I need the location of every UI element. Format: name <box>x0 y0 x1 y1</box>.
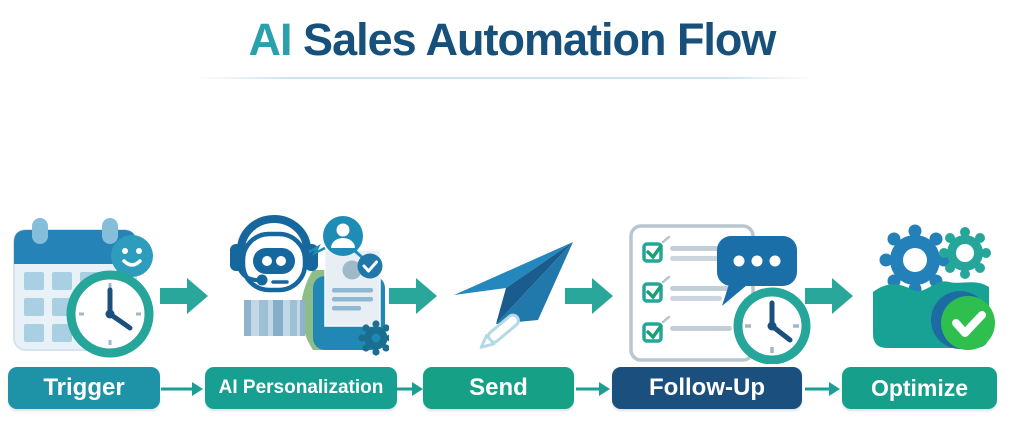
clock-icon <box>733 287 811 364</box>
connector-arrow-icon <box>576 382 610 396</box>
paper-plane-icon <box>454 242 573 349</box>
flow-arrow-icon <box>389 278 437 314</box>
step-label-optimize: Optimize <box>842 367 997 409</box>
calendar-clock-icon <box>13 218 154 358</box>
step-label-send: Send <box>423 367 574 409</box>
flow-arrow-icon <box>805 278 853 314</box>
flow-arrow-icon <box>160 278 208 314</box>
connector-arrow-icon <box>397 382 423 396</box>
checklist-chat-clock-icon <box>629 224 811 364</box>
page-title: AI Sales Automation Flow <box>0 14 1024 66</box>
checklist-rows <box>642 235 732 343</box>
step-label-ai-personalization: AI Personalization <box>205 367 397 409</box>
gear-small-icon <box>939 227 991 279</box>
connector-arrow-icon <box>805 382 840 396</box>
step-label-trigger: Trigger <box>8 367 160 409</box>
title-highlight: AI <box>248 14 293 65</box>
robot-personalization-icon <box>230 215 389 356</box>
gear-icon <box>358 320 389 356</box>
title-rest: Sales Automation Flow <box>291 14 776 65</box>
connector-arrow-icon <box>161 382 203 396</box>
title-divider <box>195 77 815 79</box>
avatar-icon <box>323 216 363 256</box>
flow-arrow-icon <box>565 278 613 314</box>
robot-head-icon <box>230 215 318 293</box>
chat-bubble-icon <box>717 236 797 306</box>
robot-body-icon <box>244 300 305 336</box>
check-badge-icon <box>357 253 383 279</box>
clock-icon <box>66 270 154 358</box>
gears-checkmark-icon <box>873 224 995 350</box>
check-circle-icon <box>941 296 995 350</box>
step-label-follow-up: Follow-Up <box>612 367 802 409</box>
pen-icon <box>479 313 520 349</box>
